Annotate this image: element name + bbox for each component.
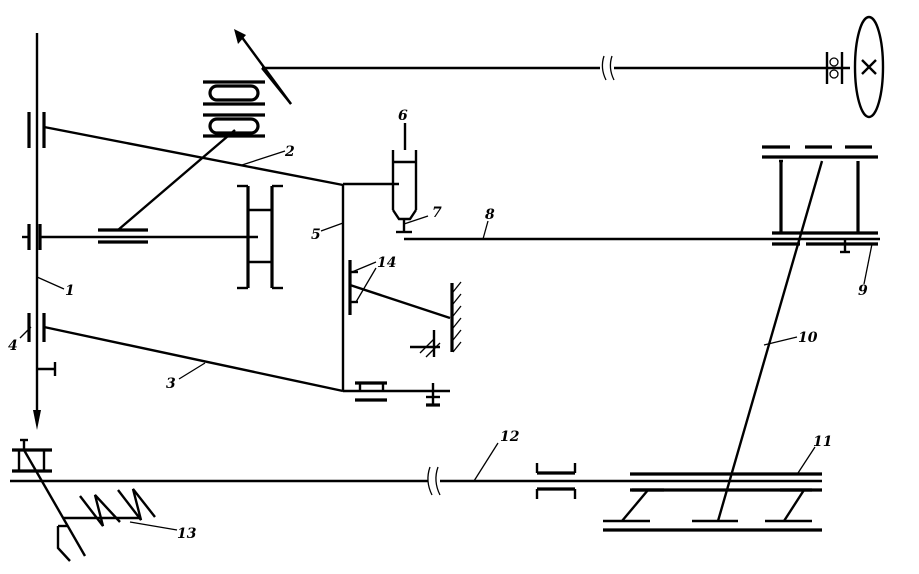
main-shaft-1 [33, 33, 41, 430]
label-7: 7 [432, 205, 442, 221]
piston-7 [396, 219, 412, 234]
big-gear [237, 184, 283, 290]
diagonal-rod [117, 129, 236, 231]
gear-set-11 [603, 472, 822, 532]
link-2 [43, 125, 344, 187]
coupling-12 [535, 463, 577, 499]
bearing-bottom [355, 381, 440, 407]
label-11: 11 [813, 434, 832, 450]
label-14: 14 [377, 255, 396, 271]
label-10: 10 [798, 330, 818, 346]
shaft-12-break [427, 466, 441, 496]
shaft-1-gear-upper [27, 112, 46, 148]
leader-lines [19, 150, 873, 531]
shaft-1-small-gear [37, 362, 57, 376]
label-1: 1 [65, 283, 75, 299]
shaft-10 [716, 160, 824, 522]
upper-shaft-break [601, 55, 615, 81]
label-13: 13 [177, 526, 197, 542]
gear-block-9 [762, 145, 878, 254]
cylinder-6 [391, 123, 418, 221]
roller-pair [203, 80, 265, 138]
label-3: 3 [166, 376, 176, 392]
middle-shaft-bearing [98, 228, 148, 244]
link-3 [43, 325, 344, 393]
label-2: 2 [284, 144, 295, 160]
upper-arrow [234, 29, 292, 105]
mechanism-14 [348, 260, 462, 358]
reel [853, 15, 885, 119]
label-5: 5 [311, 227, 321, 243]
cutter-13 [22, 449, 156, 562]
label-6: 6 [398, 108, 408, 124]
upper-bearing [825, 52, 844, 84]
label-9: 9 [858, 283, 868, 299]
label-12: 12 [500, 429, 520, 445]
bottom-left-gears [12, 438, 52, 473]
label-4: 4 [8, 338, 18, 354]
label-8: 8 [485, 207, 495, 223]
